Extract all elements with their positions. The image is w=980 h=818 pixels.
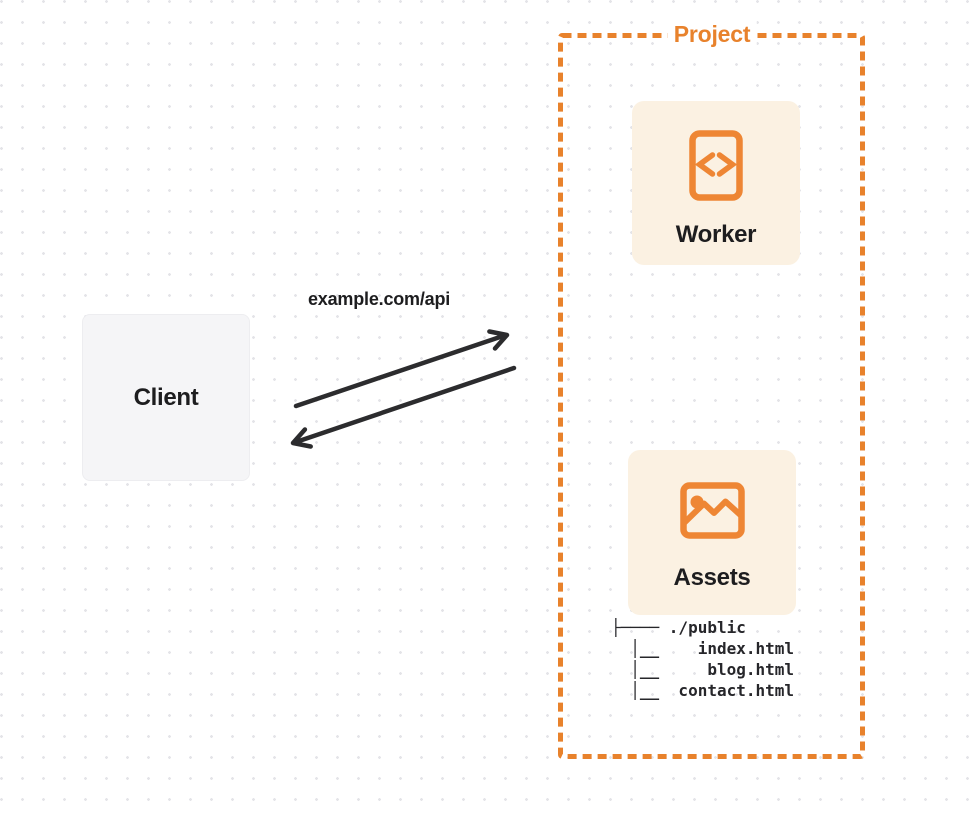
worker-label: Worker xyxy=(675,221,757,248)
request-arrow xyxy=(293,329,510,409)
assets-label: Assets xyxy=(673,564,751,591)
worker-node: Worker xyxy=(632,101,800,265)
client-node: Client xyxy=(82,314,250,481)
code-file-icon xyxy=(689,130,743,201)
project-container-label: Project xyxy=(667,20,757,49)
client-label: Client xyxy=(133,383,199,411)
image-icon xyxy=(679,482,745,539)
request-url-label: example.com/api xyxy=(308,289,451,309)
response-arrow xyxy=(290,365,517,449)
assets-node: Assets xyxy=(628,450,796,615)
assets-file-tree: ├──── ./public │__ index.html │__ blog.h… xyxy=(611,618,795,700)
